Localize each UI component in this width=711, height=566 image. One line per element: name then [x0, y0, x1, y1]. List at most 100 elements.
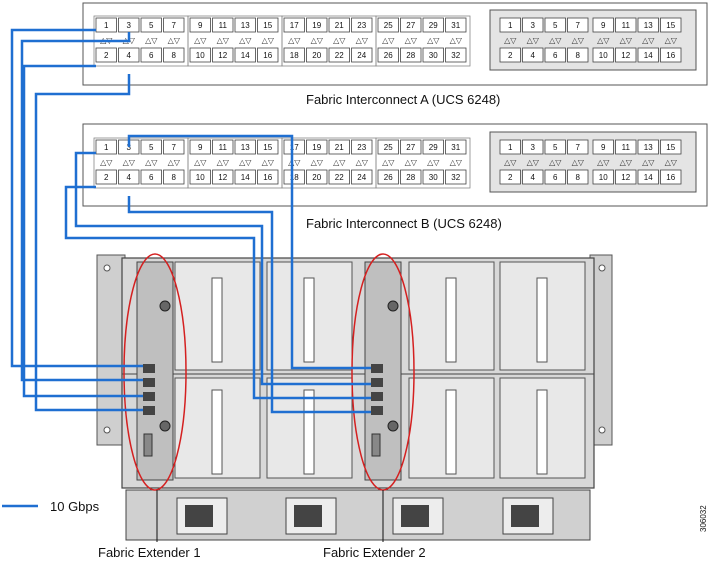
port-label: 9	[601, 21, 606, 30]
cable-fi-a-port-3	[20, 32, 143, 382]
port-label: 6	[149, 173, 154, 182]
port-arrow-icon: △▽	[168, 36, 181, 45]
port-label: 27	[406, 143, 415, 152]
port-arrow-icon: △▽	[427, 36, 440, 45]
port-arrow-icon: △▽	[145, 36, 158, 45]
port-arrow-icon: △▽	[620, 36, 633, 45]
port-arrow-icon: △▽	[642, 36, 655, 45]
port-arrow-icon: △▽	[549, 158, 562, 167]
port-label: 21	[335, 21, 344, 30]
port-arrow-icon: △▽	[427, 158, 440, 167]
port-arrow-icon: △▽	[145, 158, 158, 167]
port-label: 10	[196, 173, 205, 182]
port-label: 9	[198, 143, 203, 152]
port-label: 9	[601, 143, 606, 152]
port-arrow-icon: △▽	[262, 36, 275, 45]
port-label: 28	[406, 173, 415, 182]
port-label: 26	[384, 173, 393, 182]
port-label: 21	[335, 143, 344, 152]
port-label: 5	[553, 21, 558, 30]
port-label: 8	[172, 51, 177, 60]
port-label: 8	[576, 51, 581, 60]
port-arrow-icon: △▽	[311, 36, 324, 45]
port-label: 1	[508, 21, 513, 30]
port-label: 32	[451, 173, 460, 182]
port-arrow-icon: △▽	[504, 36, 517, 45]
port-label: 25	[384, 21, 393, 30]
fi-b-port-grid: 1△▽23△▽45△▽67△▽89△▽1011△▽1213△▽1415△▽161…	[93, 131, 697, 193]
port-label: 20	[312, 173, 321, 182]
port-arrow-icon: △▽	[382, 36, 395, 45]
port-label: 24	[357, 173, 366, 182]
port-arrow-icon: △▽	[217, 158, 230, 167]
fabric-interconnect-a: 1△▽23△▽45△▽67△▽89△▽1011△▽1213△▽1415△▽161…	[82, 2, 708, 86]
port-label: 2	[508, 173, 513, 182]
port-label: 4	[531, 173, 536, 182]
port-label: 13	[241, 143, 250, 152]
port-label: 6	[553, 173, 558, 182]
port-label: 30	[429, 51, 438, 60]
port-label: 14	[644, 173, 653, 182]
chassis-bays	[174, 261, 586, 479]
power-supply-tray	[125, 489, 591, 541]
port-label: 6	[149, 51, 154, 60]
port-label: 15	[666, 21, 675, 30]
legend-label: 10 Gbps	[50, 499, 100, 514]
port-label: 16	[666, 51, 675, 60]
port-label: 13	[241, 21, 250, 30]
port-arrow-icon: △▽	[405, 158, 418, 167]
fex2-uplink-ports	[371, 364, 383, 415]
port-label: 3	[127, 21, 132, 30]
fex1-uplink-ports	[143, 364, 155, 415]
port-label: 2	[104, 51, 109, 60]
port-label: 12	[621, 51, 630, 60]
port-arrow-icon: △▽	[288, 158, 301, 167]
port-arrow-icon: △▽	[262, 158, 275, 167]
port-label: 23	[357, 21, 366, 30]
port-label: 2	[104, 173, 109, 182]
legend: 10 Gbps	[2, 499, 100, 514]
port-arrow-icon: △▽	[405, 36, 418, 45]
port-label: 22	[335, 173, 344, 182]
fex2-label: Fabric Extender 2	[323, 545, 426, 560]
port-arrow-icon: △▽	[597, 36, 610, 45]
port-label: 17	[290, 21, 299, 30]
port-label: 14	[241, 173, 250, 182]
port-label: 28	[406, 51, 415, 60]
port-label: 7	[576, 21, 581, 30]
fex1-label: Fabric Extender 1	[98, 545, 201, 560]
port-arrow-icon: △▽	[665, 158, 678, 167]
fi-a-label: Fabric Interconnect A (UCS 6248)	[306, 92, 500, 107]
port-label: 27	[406, 21, 415, 30]
port-label: 32	[451, 51, 460, 60]
port-arrow-icon: △▽	[597, 158, 610, 167]
port-label: 1	[104, 143, 109, 152]
port-label: 29	[429, 143, 438, 152]
cable-fi-b-port-3	[127, 134, 371, 370]
cable-fi-a-port-4	[34, 74, 143, 412]
port-arrow-icon: △▽	[194, 158, 207, 167]
port-label: 4	[531, 51, 536, 60]
cable-fi-b-port-2	[64, 185, 371, 400]
cable-fi-a-port-2	[22, 64, 143, 398]
port-label: 11	[622, 21, 631, 30]
cable-fi-a-port-1	[10, 28, 143, 368]
port-label: 14	[241, 51, 250, 60]
port-arrow-icon: △▽	[194, 36, 207, 45]
port-arrow-icon: △▽	[239, 36, 252, 45]
port-label: 3	[127, 143, 132, 152]
port-arrow-icon: △▽	[450, 36, 463, 45]
cables	[10, 28, 371, 414]
port-arrow-icon: △▽	[549, 36, 562, 45]
port-label: 18	[290, 51, 299, 60]
port-label: 1	[104, 21, 109, 30]
port-label: 16	[263, 51, 272, 60]
port-label: 5	[553, 143, 558, 152]
port-arrow-icon: △▽	[382, 158, 395, 167]
port-label: 23	[357, 143, 366, 152]
port-label: 1	[508, 143, 513, 152]
port-label: 11	[219, 21, 228, 30]
port-arrow-icon: △▽	[333, 36, 346, 45]
port-label: 7	[172, 21, 177, 30]
port-label: 6	[553, 51, 558, 60]
